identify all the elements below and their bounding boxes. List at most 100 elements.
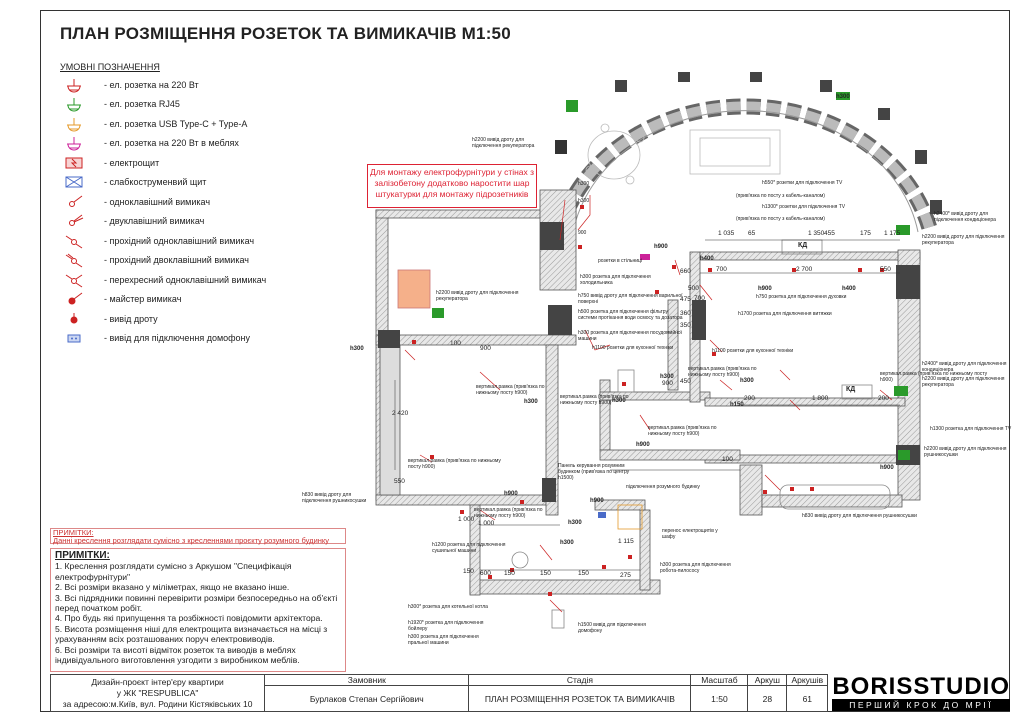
plan-label: h300 розетка для підключення холодильник… [580,274,651,286]
legend-item: - двуклавішний вимикач [60,212,266,232]
dimension-label: 150 [578,570,589,577]
passthrough-double-icon [60,252,100,268]
dimension-label: 100 [722,456,733,463]
intercom-mark [598,512,606,518]
legend-item-label: - вивід для підключення домофону [104,333,251,344]
dimension-label: 900 [662,380,673,387]
legend: - ел. розетка на 220 Вт - ел. розетка RJ4… [60,75,266,348]
dimension-label: 360 [680,310,691,317]
height-mark: h900 [504,491,518,497]
plan-label: розетки в стільниці [598,258,643,264]
dimension-label: 1 000 [478,520,495,527]
dimension-label: 550 [880,266,891,273]
plan-label: h830 вивід дроту для підключення рушнико… [802,513,917,519]
electrical-panel-icon [60,155,100,171]
legend-item: - ел. розетка на 220 Вт в меблях [60,134,266,154]
scale-label: Масштаб [690,674,749,686]
plan-label: (прив'язка по посту з кабель-каналом) [736,193,825,199]
notes-header: ПРИМІТКИ: Данні креслення розглядати сум… [50,528,346,544]
switch-double-icon [60,213,100,229]
boiler-block [397,269,431,309]
height-mark: h900 [758,286,772,292]
legend-item: - ел. розетка RJ45 [60,95,266,115]
sheet-label: Аркуш [747,674,788,686]
plan-label: h1100 розетки для кухонної техніки [712,348,794,354]
plan-label: Панель керування розумним будинком (прив… [558,463,630,481]
note-6: 6. Всі розміри та висоті відміток розето… [55,644,300,666]
logo-slogan: ПЕРШИЙ КРОК ДО МРІЇ [832,699,1010,711]
wiring [404,195,893,613]
plan-label: перенос електрощитів у шафу [662,528,718,540]
project-line-3: за адресою:м.Київ, вул. Родини Кістяківс… [62,698,253,709]
dimension-label: 2 420 [392,410,409,417]
legend-item-label: - ел. розетка на 220 Вт [104,79,199,90]
stage-value: ПЛАН РОЗМІЩЕННЯ РОЗЕТОК ТА ВИМИКАЧІВ [468,685,692,712]
height-mark: h900 [636,442,650,448]
sheets-value: 61 [786,685,829,712]
logo-text: BORISSTUDIO [832,673,1010,700]
dimension-label: 150 [540,570,551,577]
legend-item: - ел. розетка на 220 Вт [60,75,266,95]
plan-label: h750 розетка для підключення духовки [756,294,847,300]
dimension-label: 1 115 [618,538,634,545]
room-tag: КД [798,242,808,249]
height-mark: h300 [560,540,574,546]
plan-label: h300 [578,198,590,204]
notes-header-title: ПРИМІТКИ: [53,528,94,537]
notes-header-text: Данні креслення розглядати сумісно з кре… [53,535,330,545]
plan-label: 900 [578,230,587,236]
plan-label: h2200 вивід дроту для підключення рушник… [924,446,1007,458]
furniture-socket-mark [640,254,650,260]
plan-label: h300 розетка для підключення робота-пило… [660,562,731,574]
height-mark: h300 [740,378,754,384]
legend-item-label: - прохідний двоклавішний вимикач [104,255,249,266]
room-tag: КД [846,386,856,393]
legend-title: УМОВНІ ПОЗНАЧЕННЯ [60,62,160,72]
socket-220-icon [60,77,100,93]
dimension-label: 1 000 [458,516,475,523]
plan-label: h2200 вивід дроту для підключення рекупе… [922,376,1005,388]
plan-label: підключення розумного будинку [626,484,700,490]
master-switch-icon [60,291,100,307]
page-title: ПЛАН РОЗМІЩЕННЯ РОЗЕТОК ТА ВИМИКАЧІВ М1:… [60,24,511,43]
legend-item-label: - вивід дроту [104,313,158,324]
dimension-label: 700 [694,295,705,302]
plan-label: h550* розетки для підключення TV [762,180,843,186]
dimension-label: 2 700 [796,266,813,273]
dimension-label: 175 [860,230,871,237]
low-current-panel-icon [60,174,100,190]
plan-label: h500 розетка для підключення фільтру сис… [578,309,683,321]
dimension-label: 1 175 [884,230,901,237]
legend-item: - майстер вимикач [60,290,266,310]
plan-label: h300 [578,181,590,187]
dimension-label: 500 [688,285,699,292]
legend-item: - вивід для підключення домофону [60,329,266,349]
dimension-label: 475 [680,296,691,303]
plan-label: h2200 вивід дроту для підключення рекупе… [436,290,519,302]
plan-label: h1700 розетка для підключення витяжки [738,311,832,317]
notes: ПРИМІТКИ: 1. Креслення розглядати сумісн… [50,548,346,672]
dimension-label: 65 [748,230,756,237]
dimension-label: 200 [878,395,889,402]
project-address: Дизайн-проєкт інтер'єру квартири у ЖК "R… [49,674,266,712]
legend-item-label: - ел. розетка USB Type-C + Type-A [104,118,248,129]
note-5: 5. Висота розміщення ніші для електрощит… [55,623,328,645]
legend-item-label: - ел. розетка на 220 Вт в меблях [104,138,239,149]
plan-label: вертикал.рамка (прив'язка по нижньому по… [560,394,629,406]
note-1: 1. Креслення розглядати сумісно з Аркушо… [55,561,292,582]
dimension-label: 150 [463,568,474,575]
plan-label: h1300* розетки для підключення TV [762,204,846,210]
height-mark: h300 [568,520,582,526]
height-mark: h900 [654,244,668,250]
plan-label: h2400* вивід дроту для підключення конди… [934,211,996,223]
height-mark: h900 [880,465,894,471]
plan-label: h1200 розетка для підключення сушильної … [432,542,506,554]
dimension-label: 200 [744,395,755,402]
legend-item-label: - прохідний одноклавішний вимикач [104,235,255,246]
switch-single-icon [60,194,100,210]
dimension-label: 455 [824,230,835,237]
passthrough-single-icon [60,233,100,249]
height-mark: h300 [612,398,626,404]
plan-label: (прив'язка по посту з кабель-каналом) [736,216,825,222]
